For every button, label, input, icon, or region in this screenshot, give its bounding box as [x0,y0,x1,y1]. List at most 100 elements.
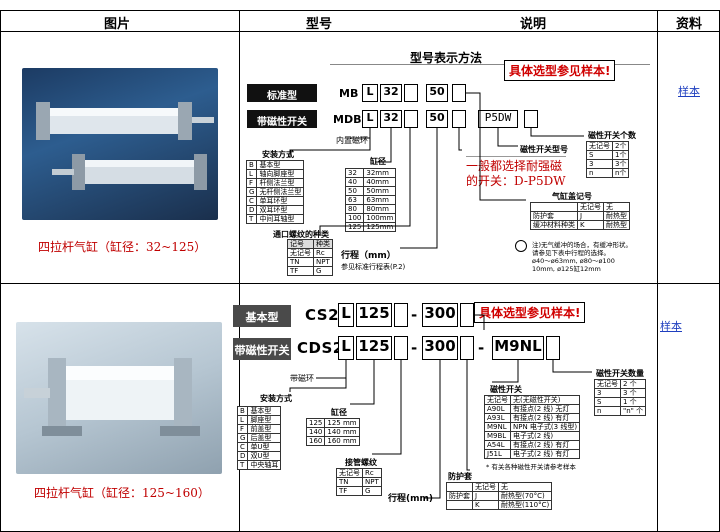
table-cell: n个 [611,168,630,178]
switch-title-2: 磁性开关 [490,385,522,394]
basic-type-label: 基本型 [233,305,291,327]
table-cell: TF [336,486,363,496]
dash-3: - [478,339,485,357]
table-cell: 电子式(2 线) 有灯 [509,449,581,459]
seg-l-2: L [362,110,378,128]
seg2-l-1: L [338,303,354,327]
grid-line-left [0,10,1,532]
header-picture: 图片 [104,17,131,32]
seg2-300-2: 300 [422,336,458,360]
seg-32-2: 32 [380,110,402,128]
table-header: 图片 型号 说明 资料 [0,10,720,32]
table-cell: G [313,266,333,276]
catalog-link-row1[interactable]: 样本 [678,85,700,98]
grid-line-desc [657,10,658,532]
seg-l-1: L [362,84,378,102]
magnet-ring-label: 带磁环 [290,374,314,383]
standard-type-label: 标准型 [247,84,317,102]
boot-foot-3: ø40～ø63mm, ø80～ø100 [532,257,615,265]
table-cell: T [236,460,249,470]
table-cell: 中间耳轴型 [256,214,305,224]
boot-footnote-1: 注)无气缓冲的场合，有缓冲形状。 请参见下表中行程的选择。 ø40～ø63mm,… [532,241,632,273]
mount-title-2: 安装方式 [260,394,292,403]
magnetic-type-label-2: 带磁性开关 [233,338,291,360]
bore-title-2: 缸径 [331,408,347,417]
code-mb: MB [339,87,359,100]
seg2-300-1: 300 [422,303,458,327]
table-cell: 耐热型(110°C) [497,500,553,510]
red-note-line2: 的开关：D-P5DW [466,174,566,188]
seg2-blank-4 [460,336,474,360]
seg-blank-4 [452,110,466,128]
code-cs2: CS2 [305,306,340,324]
switch-count-title-1: 磁性开关个数 [588,131,636,140]
red-note-row1: 一般都选择耐强磁 的开关：D-P5DW [466,156,566,189]
boot-foot-1: 注)无气缓冲的场合，有缓冲形状。 [532,241,633,249]
seg2-125-2: 125 [356,336,392,360]
see-catalog-box-1: 具体选型参见样本! [504,60,616,81]
table-cell: 160 mm [324,436,360,446]
table-cell: 中央轴耳 [247,460,282,470]
boot-foot-2: 请参见下表中行程的选择。 [532,249,610,257]
seg2-blank-1 [394,303,408,327]
table-cell: 125mm [363,222,397,232]
code-mdb: MDB [333,113,362,126]
seg-blank-2 [452,84,466,102]
header-description: 说明 [520,17,547,32]
seg2-l-2: L [338,336,354,360]
seg2-blank-2 [460,303,474,327]
table-cell: 125 [344,222,365,232]
port-title-1: 通口螺纹的种类 [273,230,329,239]
seg2-blank-3 [394,336,408,360]
table-cell: 160 [305,436,326,446]
seg2-125-1: 125 [356,303,392,327]
header-model: 型号 [306,17,333,32]
magnetic-type-label: 带磁性开关 [247,110,317,128]
seg-50-1: 50 [426,84,448,102]
switch-count-title-2: 磁性开关数量 [596,369,644,378]
dash-2: - [411,339,418,357]
inner-ring-label: 内置磁环 [336,136,368,145]
mount-title-1: 安装方式 [262,150,294,159]
seg-32-1: 32 [380,84,402,102]
title-rule [330,64,650,65]
stroke-label-1: 行程（mm） [341,251,396,261]
magnifier-icon [515,240,527,252]
catalog-link-row2[interactable]: 样本 [660,320,682,333]
seg-blank-5 [524,110,538,128]
stroke-sub-1: 参见标准行程表(P.2) [341,263,406,271]
red-note-line1: 一般都选择耐强磁 [466,159,563,173]
cylinder-photo-1 [22,68,218,220]
grid-line-pic [239,10,240,532]
model-notation-title: 型号表示方法 [410,51,483,65]
port-title-2: 接管螺纹 [345,458,377,467]
boot-title-1: 气缸盖记号 [552,192,592,201]
table-cell: "n" 个 [619,406,647,416]
seg2-blank-5 [546,336,560,360]
table-cell: T [245,214,258,224]
switch-foot-2: * 有关各种磁性开关请参考样本 [486,463,576,471]
caption-row2: 四拉杆气缸（缸径：125~160） [34,486,210,500]
caption-row1: 四拉杆气缸（缸径：32~125） [38,240,207,254]
seg-50-2: 50 [426,110,448,128]
